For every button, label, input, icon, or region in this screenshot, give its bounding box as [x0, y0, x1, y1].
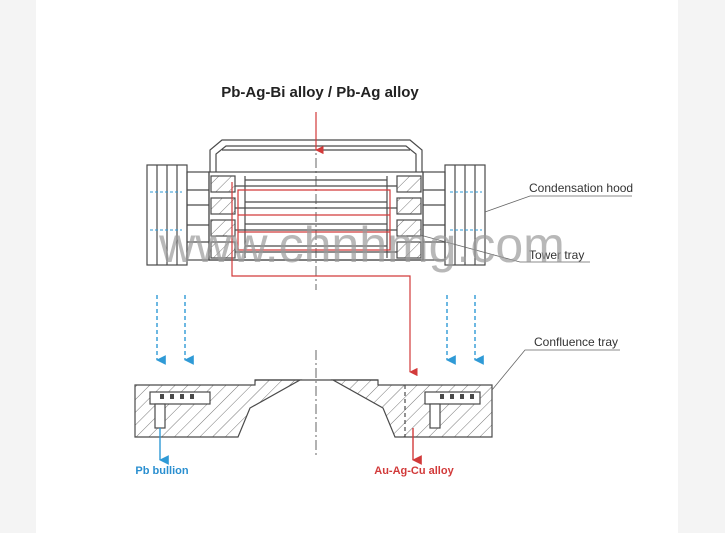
label-au-ag-cu-alloy: Au-Ag-Cu alloy	[374, 465, 454, 477]
diagram-canvas	[36, 0, 678, 533]
confluence-tray	[134, 379, 493, 438]
blue-flow-arrows	[156, 295, 484, 365]
flange-flow-arrows	[150, 191, 482, 231]
leader-line-confluence	[491, 349, 620, 391]
label-pb-bullion: Pb bullion	[135, 465, 188, 477]
watermark: www.chnhmg.com	[158, 217, 565, 273]
label-confluence-tray: Confluence tray	[534, 335, 618, 349]
confluence-grooves	[160, 394, 474, 399]
red-flow-upper	[231, 112, 418, 377]
leader-lines-upper	[419, 195, 632, 263]
diagram-title: Pb-Ag-Bi alloy / Pb-Ag alloy	[221, 84, 419, 101]
label-tower-tray: Tower tray	[529, 248, 584, 262]
label-condensation-hood: Condensation hood	[529, 181, 633, 195]
